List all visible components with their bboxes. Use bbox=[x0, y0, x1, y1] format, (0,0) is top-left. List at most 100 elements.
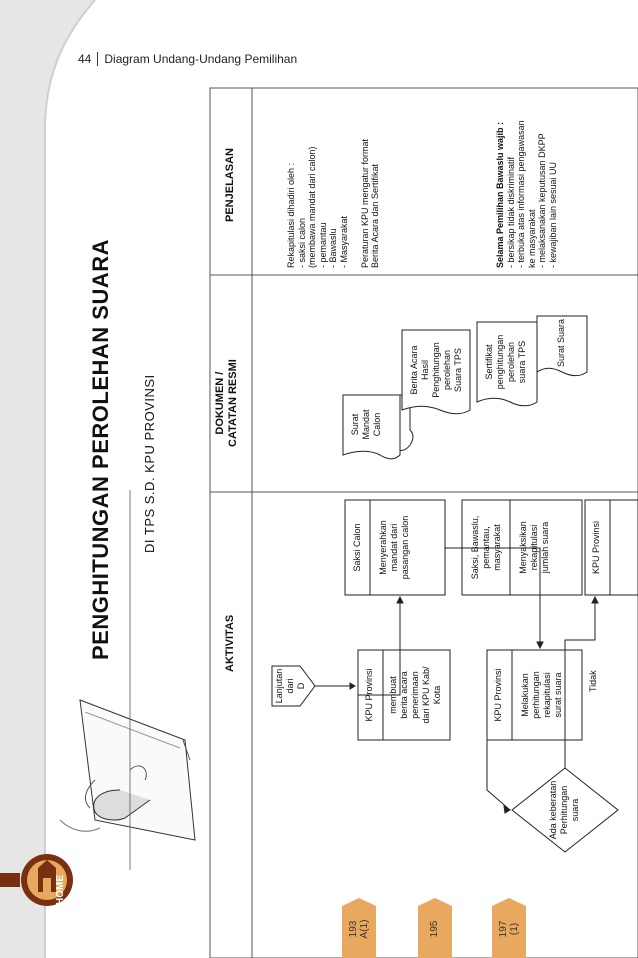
tab-193-l1: 193 bbox=[348, 920, 359, 938]
tab-195[interactable]: 195 bbox=[429, 906, 440, 952]
kpu2-box bbox=[486, 649, 583, 741]
decision-l3: suara bbox=[570, 798, 580, 822]
saksi2-actor: Saksi, Bawaslu, pemantau, masyarakat bbox=[470, 502, 503, 593]
doc-sertifikat-l1: Sertifikat bbox=[484, 344, 494, 380]
hand-paper-illustration bbox=[59, 699, 196, 841]
connector-l1: Lanjutan bbox=[274, 668, 284, 704]
saksi2-l1: Saksi, Bawaslu, bbox=[470, 515, 480, 580]
saksi2-l3: masyarakat bbox=[492, 524, 502, 571]
saksi-l3: pasangan calon bbox=[400, 515, 410, 580]
penjelasan-p2: - saksi calon bbox=[296, 217, 307, 268]
doc-surat-suara-label: Surat Suara bbox=[556, 318, 566, 368]
saksi2-activity: Menyaksikan rekapitulasi jumlah suara bbox=[518, 502, 551, 593]
penjelasan-p1: Rekapitulasi dihadiri oleh : bbox=[286, 162, 296, 268]
penjelasan-p4: - pemantau bbox=[317, 222, 328, 268]
page-title: PENGHITUNGAN PEROLEHAN SUARA bbox=[88, 238, 113, 660]
saksi2-a2: rekapitulasi bbox=[529, 524, 539, 571]
doc-ba-l2: Hasil bbox=[420, 360, 430, 381]
page-subtitle: DI TPS S.D. KPU PROVINSI bbox=[142, 374, 157, 553]
kpu1-actor: KPU Provinsi bbox=[364, 668, 374, 722]
penjelasan-bawaslu: Selama Pemilihan Bawaslu wajib : - bersi… bbox=[495, 120, 559, 268]
penjelasan-p11: - terbuka atas informasi pengawasan bbox=[516, 120, 527, 268]
col-header-dokumen: DOKUMEN / CATATAN RESMI bbox=[214, 359, 240, 447]
saksi-box bbox=[344, 499, 446, 596]
decision-diamond bbox=[511, 767, 619, 853]
decision-l1: Ada keberatan bbox=[548, 780, 558, 840]
kpu2-activity: Melakukan perhitungan rekapitulasi surat… bbox=[520, 652, 564, 738]
doc-mandat-main bbox=[342, 394, 401, 460]
kpu1-l4: dari KPU Kab/ bbox=[421, 666, 431, 724]
penjelasan-p7: Peraturan KPU mengatur format bbox=[359, 138, 370, 268]
home-label[interactable]: HOME bbox=[55, 875, 66, 905]
doc-ba-l1: Berita Acara bbox=[409, 345, 419, 395]
kpu2-l3: rekapitulasi bbox=[542, 672, 552, 718]
col-header-penjelasan: PENJELASAN bbox=[224, 148, 236, 222]
tab-195-l1: 195 bbox=[429, 920, 440, 938]
penjelasan-p12: ke masyarakat bbox=[526, 209, 537, 268]
connector-label: Lanjutan dari D bbox=[274, 666, 307, 706]
doc-mandat-l2: Mandat bbox=[361, 409, 371, 440]
col-header-dokumen-1: DOKUMEN / bbox=[214, 371, 226, 435]
connector-shape bbox=[271, 665, 316, 707]
penjelasan-p10: - bersikap tidak diskriminatif bbox=[505, 156, 516, 268]
kpu2-l2: perhitungan bbox=[531, 671, 541, 719]
tidak-label: Tidak bbox=[588, 668, 599, 694]
kpu1-l2: berita acara bbox=[399, 671, 409, 719]
page-number: 44 bbox=[78, 52, 99, 66]
kpu1-l1: membuat bbox=[388, 676, 398, 714]
penjelasan-p14: - kewajiban lain sesuai UU bbox=[547, 161, 558, 268]
saksi2-l2: pemantau, bbox=[481, 526, 491, 569]
flow-arrows bbox=[315, 547, 599, 814]
kpu1-l3: penerimaan bbox=[410, 671, 420, 719]
doc-mandat-l1: Surat bbox=[350, 413, 360, 436]
decision-label: Ada keberatan Perhitungan suara bbox=[548, 770, 581, 850]
tab-193-shape bbox=[342, 898, 376, 958]
tab-195-shape bbox=[418, 898, 452, 958]
saksi2-a1: Menyaksikan bbox=[518, 521, 528, 574]
kpu3-box bbox=[584, 499, 638, 596]
saksi-l2: mandat dari bbox=[389, 523, 399, 572]
doc-ba-l5: Suara TPS bbox=[453, 348, 463, 392]
penjelasan-p3: (membawa mandat dari calon) bbox=[307, 146, 318, 268]
doc-ba-l3: Penghitungan bbox=[431, 342, 441, 398]
doc-ba-l4: perolehan bbox=[442, 349, 452, 391]
penjelasan-p9: Selama Pemilihan Bawaslu wajib : bbox=[495, 121, 505, 268]
col-header-aktivitas: AKTIVITAS bbox=[224, 614, 236, 672]
doc-sertifikat-shape bbox=[476, 321, 538, 407]
book-title: Diagram Undang-Undang Pemilihan bbox=[104, 52, 298, 66]
home-emblem bbox=[0, 854, 73, 906]
kpu3-actor: KPU Provinsi bbox=[591, 521, 601, 575]
tab-197[interactable]: 197 (1) bbox=[498, 906, 520, 952]
doc-ba-label: Berita Acara Hasil Penghitungan peroleha… bbox=[409, 332, 464, 408]
kpu2-actor: KPU Provinsi bbox=[493, 668, 503, 722]
tab-197-l2: (1) bbox=[509, 922, 520, 936]
doc-surat-suara-shape bbox=[536, 315, 588, 377]
penjelasan-p6: - Masyarakat bbox=[338, 215, 349, 268]
kpu1-l5: Kota bbox=[432, 685, 442, 705]
kpu2-l4: surat suara bbox=[553, 672, 563, 718]
saksi2-a3: jumlah suara bbox=[540, 521, 550, 574]
saksi-actor: Saksi Calon bbox=[352, 523, 362, 572]
doc-sertifikat-label: Sertifikat penghitungan perolehan suara … bbox=[484, 324, 528, 400]
doc-mandat-l3: Calon bbox=[372, 412, 382, 437]
decision-l2: Perhitungan bbox=[559, 785, 569, 835]
kpu2-l1: Melakukan bbox=[520, 673, 530, 717]
saksi-l1: Menyerahkan bbox=[378, 520, 388, 575]
saksi-activity: Menyerahkan mandat dari pasangan calon bbox=[378, 502, 411, 593]
tab-193[interactable]: 193 A(1) bbox=[348, 906, 370, 952]
penjelasan-p13: - melaksanakan keputusan DKPP bbox=[537, 133, 548, 268]
col-header-dokumen-2: CATATAN RESMI bbox=[227, 359, 239, 447]
tab-193-l2: A(1) bbox=[359, 919, 370, 939]
page-curve-line bbox=[44, 0, 96, 958]
doc-ba-shape bbox=[401, 329, 471, 415]
penjelasan-text: Rekapitulasi dihadiri oleh : - saksi cal… bbox=[286, 139, 456, 268]
tab-197-l1: 197 bbox=[498, 920, 509, 938]
doc-sertifikat-l4: suara TPS bbox=[517, 340, 527, 384]
penjelasan-p8: Berita Acara dan Sertifikat bbox=[370, 163, 381, 268]
connector-l2: dari bbox=[285, 678, 295, 694]
kpu1-activity: membuat berita acara penerimaan dari KPU… bbox=[388, 652, 443, 738]
penjelasan-p5: - Bawaslu bbox=[328, 228, 339, 268]
doc-sertifikat-l2: penghitungan bbox=[495, 334, 505, 390]
connector-l3: D bbox=[296, 682, 306, 690]
